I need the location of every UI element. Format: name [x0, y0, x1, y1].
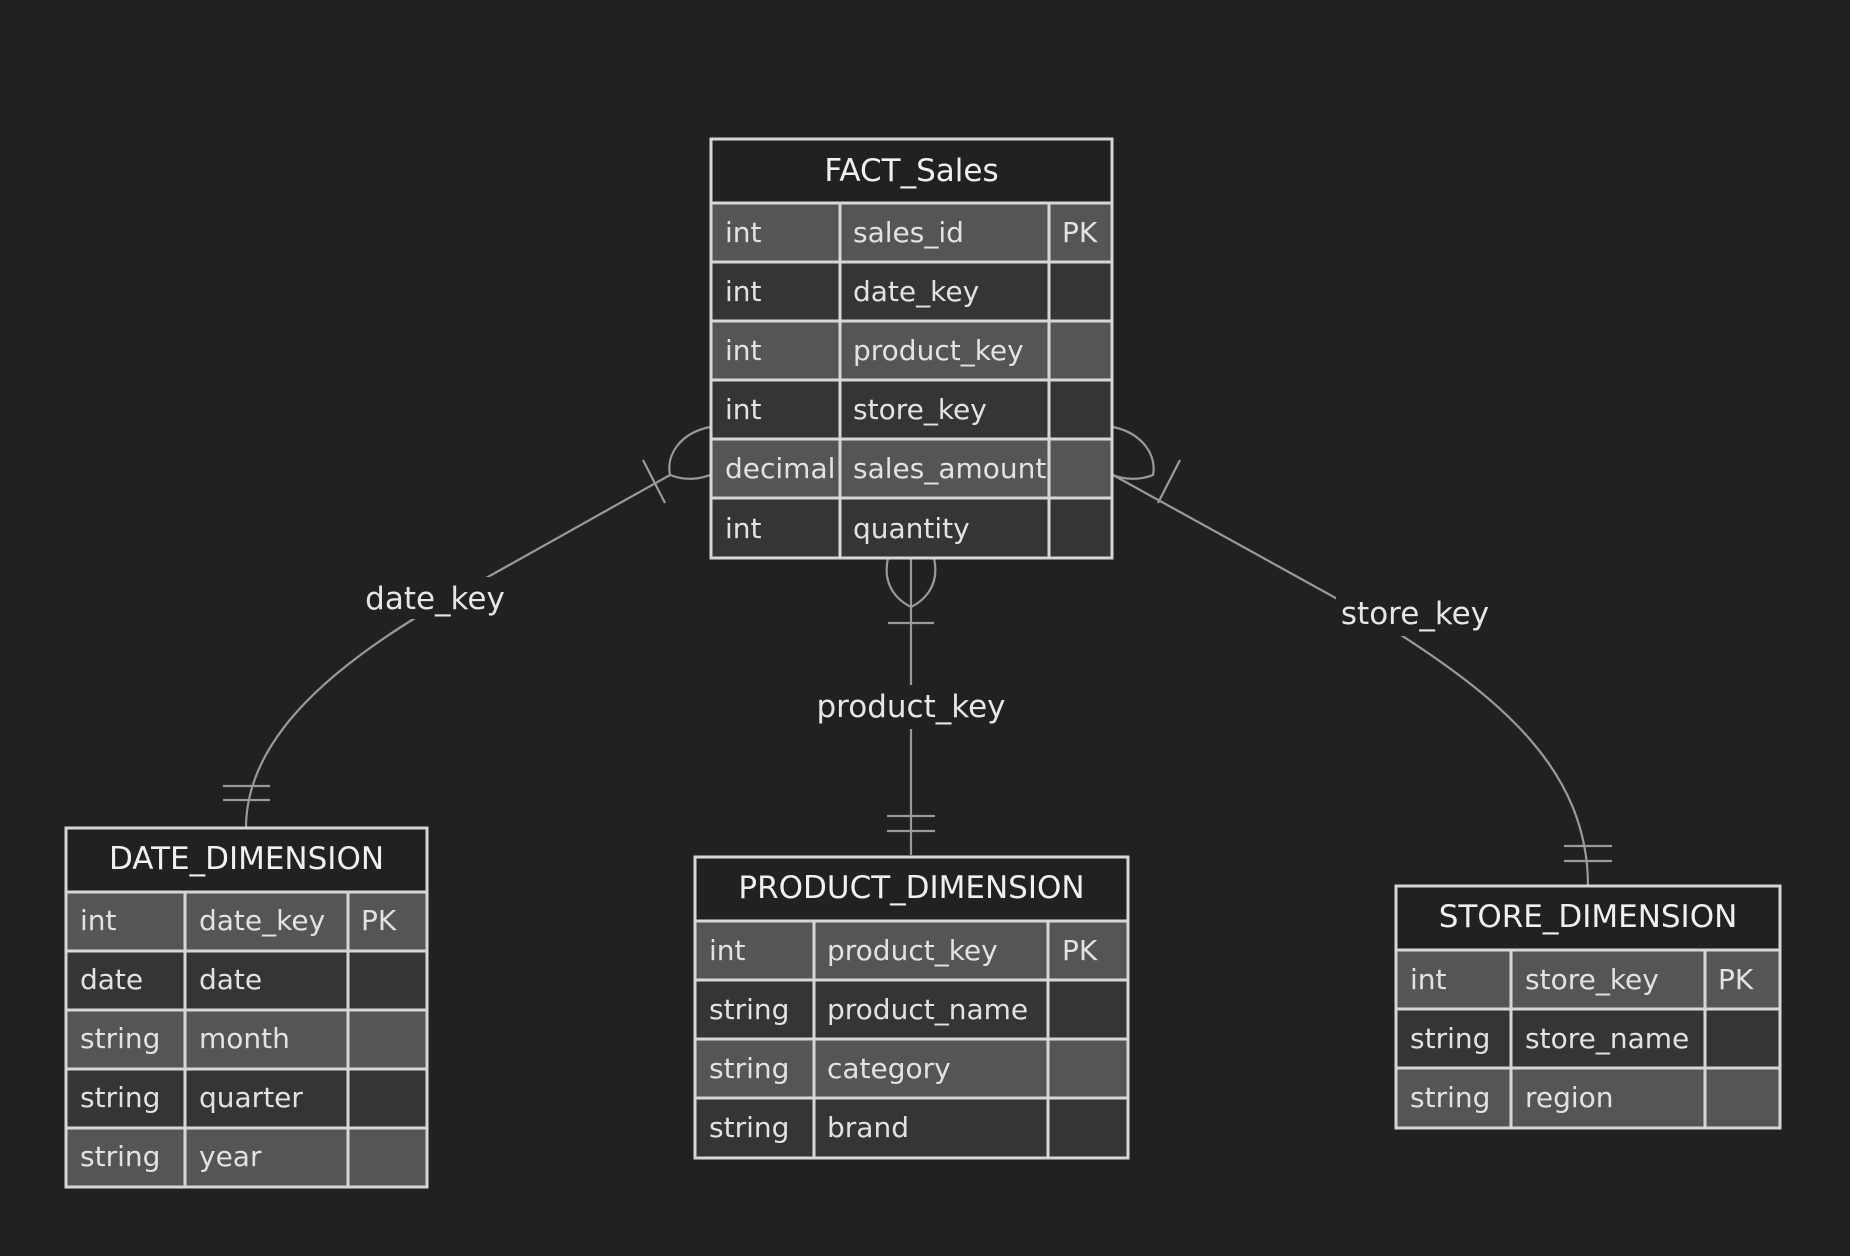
entity-row-bg — [66, 951, 427, 1010]
entity-store-dimension[interactable]: STORE_DIMENSION int store_key PK string … — [1394, 884, 1782, 1130]
entity-row-bg — [711, 321, 1112, 380]
relationship-line-store-key — [1112, 474, 1590, 887]
attribute-name: year — [199, 1140, 262, 1173]
attribute-name: date_key — [853, 275, 979, 308]
entity-row-bg — [711, 380, 1112, 439]
entity-row-bg — [66, 892, 427, 951]
entity-border — [1394, 884, 1782, 1130]
attribute-name: product_key — [853, 334, 1024, 367]
attribute-name: category — [827, 1052, 951, 1085]
label-bg-store-key — [1336, 592, 1494, 636]
entity-row-bg — [695, 1039, 1128, 1098]
relationship-store-key[interactable]: store_key — [1112, 425, 1612, 887]
attribute-type: int — [725, 393, 762, 426]
entity-header — [66, 828, 427, 892]
entity-row-bg — [695, 1098, 1128, 1158]
attribute-type: decimal — [725, 452, 835, 485]
many-bar-store-fact — [1157, 459, 1181, 504]
attribute-type: int — [725, 512, 762, 545]
attribute-type: int — [80, 904, 117, 937]
attribute-type: int — [725, 334, 762, 367]
entity-row-bg — [695, 921, 1128, 980]
entity-title: DATE_DIMENSION — [109, 841, 384, 877]
attribute-name: quarter — [199, 1081, 303, 1114]
attribute-type: int — [1410, 963, 1447, 996]
attribute-type: string — [709, 1111, 789, 1144]
entity-title: PRODUCT_DIMENSION — [738, 870, 1084, 906]
relationship-date-key[interactable]: date_key — [223, 425, 711, 829]
entity-row-bg — [711, 439, 1112, 498]
entity-header — [1396, 886, 1780, 950]
crowfoot-product-fact — [885, 557, 937, 609]
entity-row-bg — [711, 262, 1112, 321]
attribute-name: store_name — [1525, 1022, 1689, 1055]
entity-row-bg — [711, 498, 1112, 558]
entity-border — [693, 855, 1130, 1160]
attribute-type: int — [725, 216, 762, 249]
attribute-type: string — [1410, 1081, 1490, 1114]
entity-product-dimension[interactable]: PRODUCT_DIMENSION int product_key PK str… — [693, 855, 1130, 1160]
entity-row-bg — [66, 1069, 427, 1128]
relationship-label-date-key: date_key — [365, 581, 505, 617]
attribute-name: date — [199, 963, 262, 996]
entity-fact-sales[interactable]: FACT_Sales int sales_id PK int date_key … — [709, 137, 1114, 560]
attribute-type: date — [80, 963, 143, 996]
label-bg-product-key — [812, 685, 1012, 729]
entity-date-dimension[interactable]: DATE_DIMENSION int date_key PK date date… — [64, 826, 429, 1189]
attribute-name: month — [199, 1022, 290, 1055]
entity-title: STORE_DIMENSION — [1439, 899, 1738, 935]
attribute-name: product_key — [827, 934, 998, 967]
attribute-key: PK — [1062, 216, 1098, 249]
entity-row-bg — [1396, 1009, 1780, 1068]
attribute-type: string — [709, 993, 789, 1026]
label-bg-date-key — [360, 577, 510, 619]
entity-border — [709, 137, 1114, 560]
entity-row-bg — [711, 203, 1112, 262]
attribute-key: PK — [1718, 963, 1754, 996]
entity-row-bg — [1396, 950, 1780, 1009]
entity-row-bg — [66, 1010, 427, 1069]
attribute-type: string — [80, 1140, 160, 1173]
attribute-name: date_key — [199, 904, 325, 937]
entity-border — [64, 826, 429, 1189]
entity-header — [711, 139, 1112, 203]
entity-row-bg — [1396, 1068, 1780, 1128]
attribute-type: string — [709, 1052, 789, 1085]
attribute-name: quantity — [853, 512, 970, 545]
entity-title: FACT_Sales — [824, 153, 998, 189]
entity-row-bg — [66, 1128, 427, 1187]
crowfoot-store-fact — [1112, 425, 1155, 480]
attribute-key: PK — [1062, 934, 1098, 967]
crowfoot-date-fact — [668, 425, 711, 480]
attribute-key: PK — [361, 904, 397, 937]
attribute-type: string — [80, 1081, 160, 1114]
attribute-type: int — [709, 934, 746, 967]
attribute-type: string — [80, 1022, 160, 1055]
attribute-name: store_key — [853, 393, 987, 426]
relationship-line-date-key — [244, 474, 671, 829]
attribute-name: sales_amount — [853, 452, 1046, 485]
relationships: date_key product_key store_key — [223, 425, 1612, 887]
attribute-name: sales_id — [853, 216, 964, 249]
entity-header — [695, 857, 1128, 921]
attribute-name: store_key — [1525, 963, 1659, 996]
attribute-name: brand — [827, 1111, 909, 1144]
attribute-name: product_name — [827, 993, 1028, 1026]
relationship-label-store-key: store_key — [1341, 596, 1489, 632]
relationship-product-key[interactable]: product_key — [812, 557, 1012, 855]
many-bar-date-fact — [642, 459, 666, 504]
attribute-name: region — [1525, 1081, 1614, 1114]
relationship-label-product-key: product_key — [817, 689, 1006, 725]
attribute-type: string — [1410, 1022, 1490, 1055]
entity-row-bg — [695, 980, 1128, 1039]
attribute-type: int — [725, 275, 762, 308]
